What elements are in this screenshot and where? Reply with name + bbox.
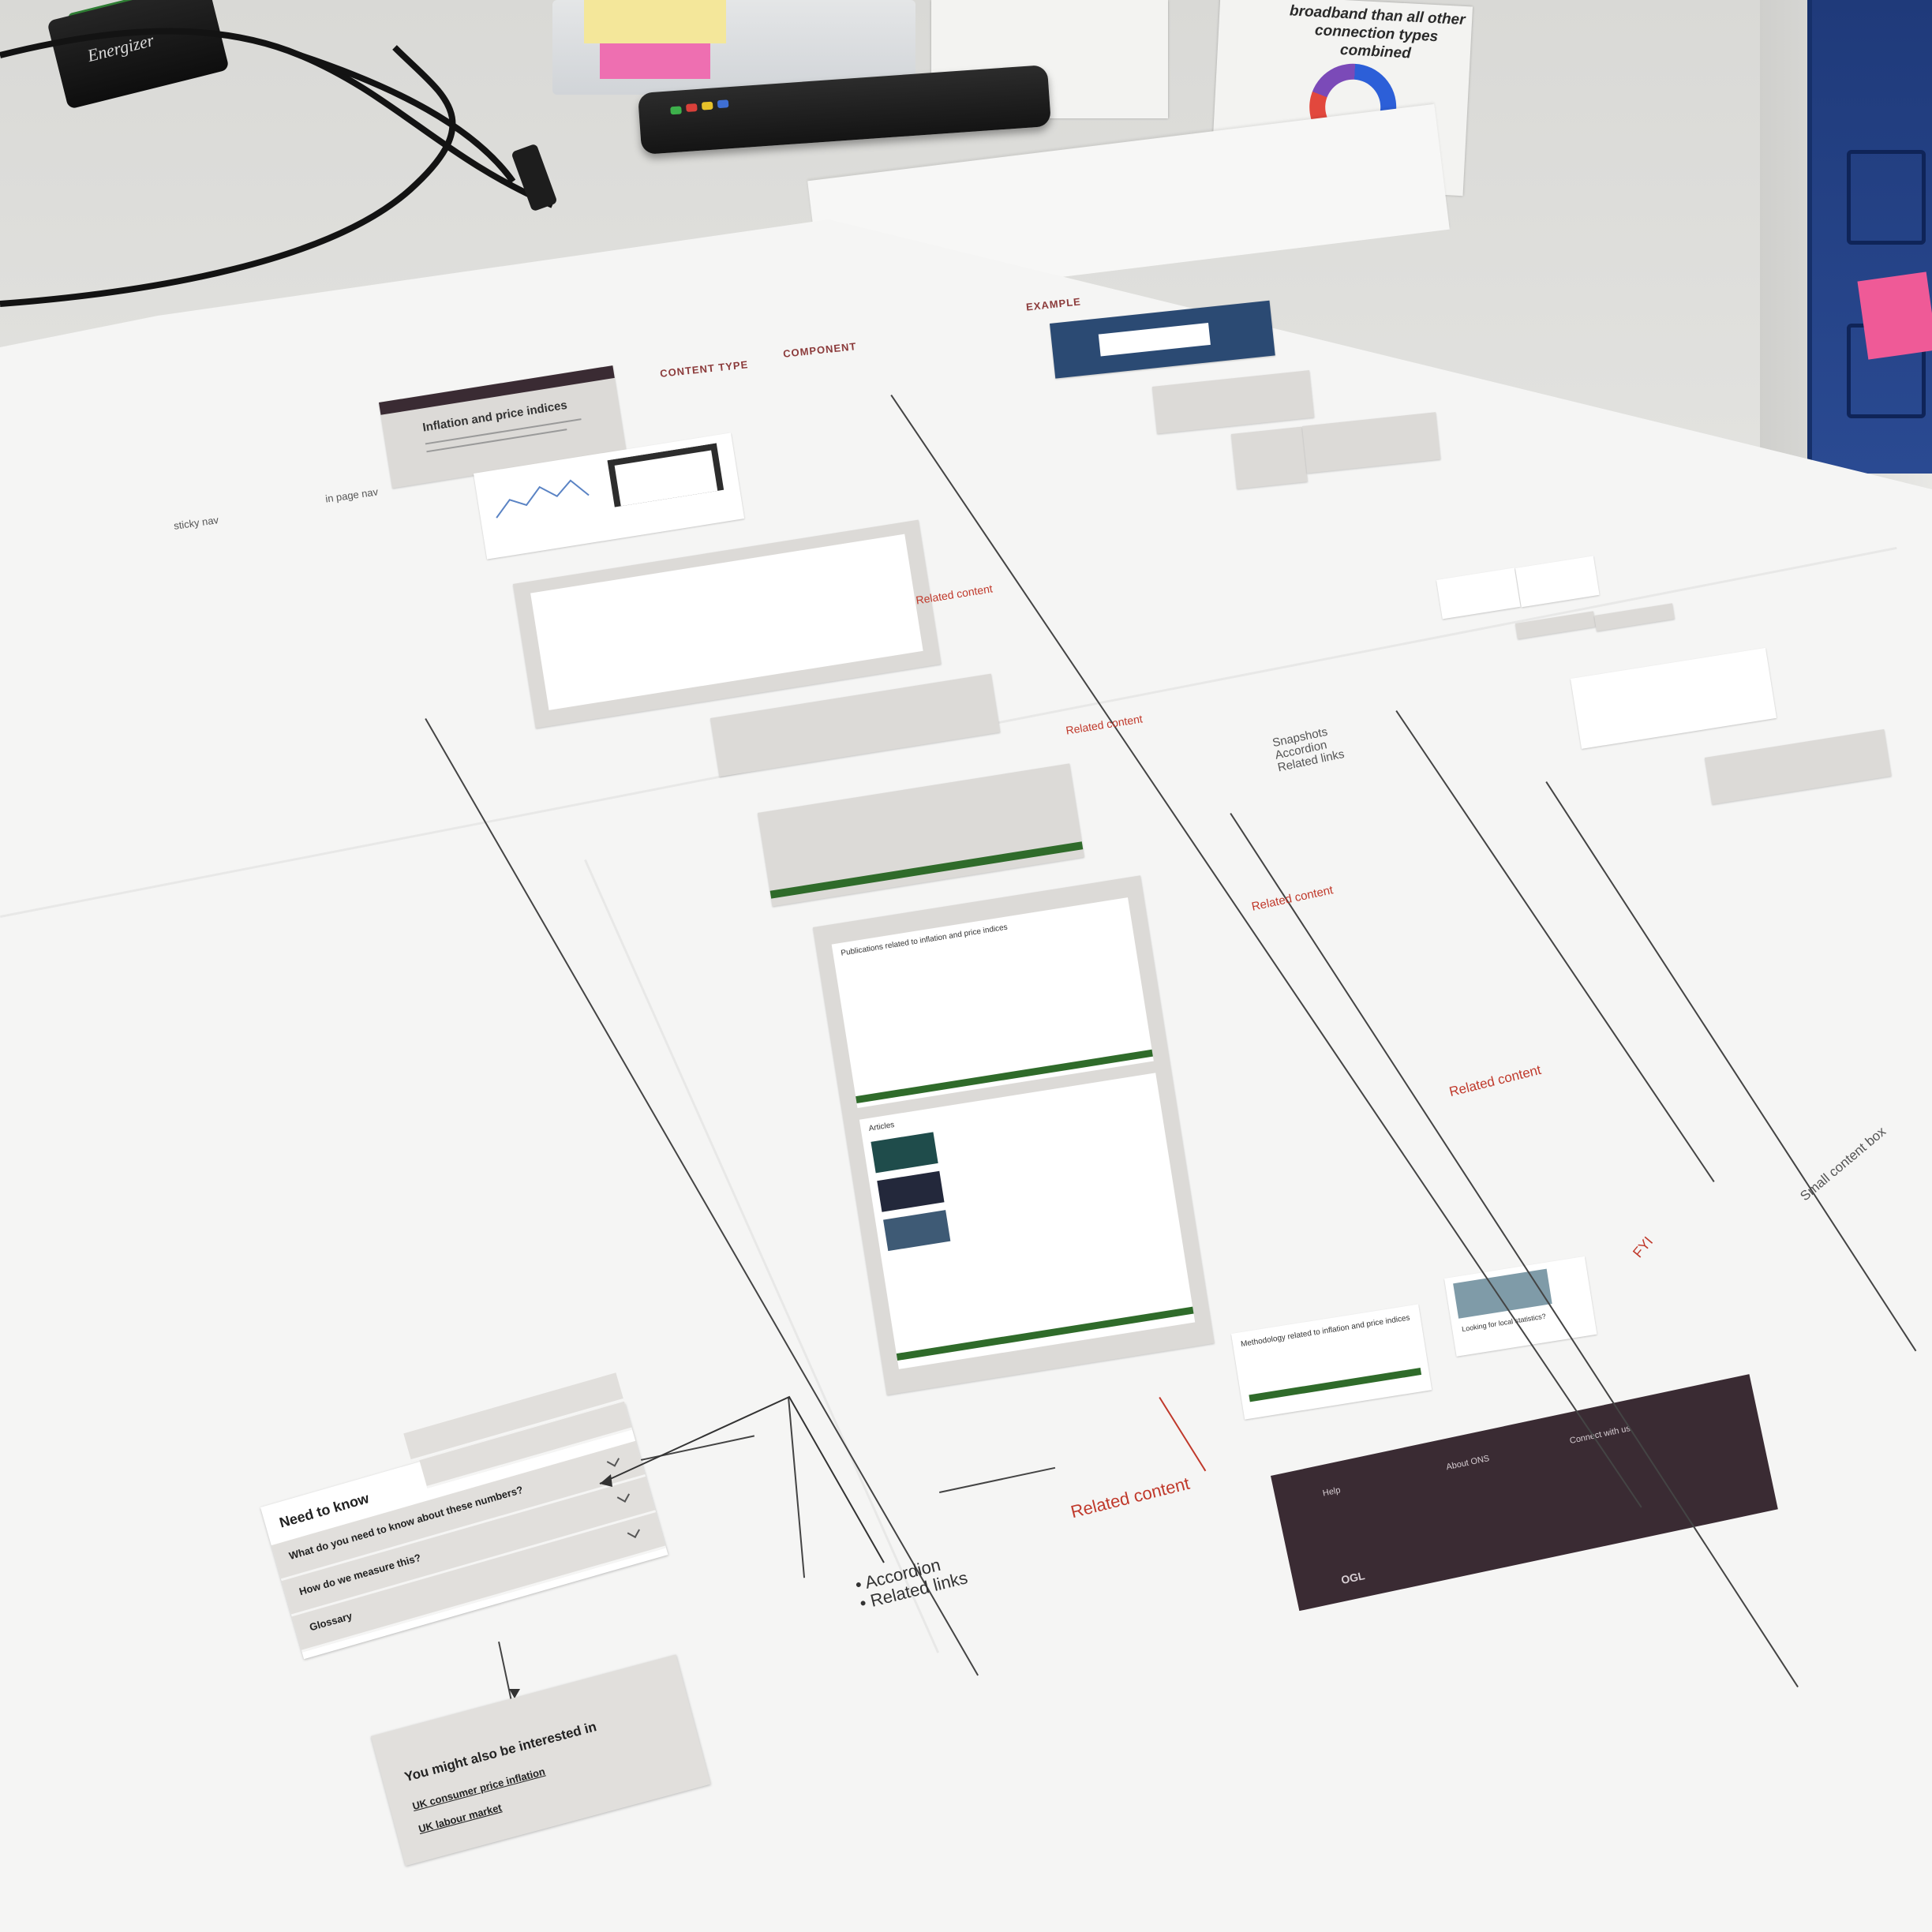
- sticky-note: [1857, 271, 1932, 360]
- accordion-label: Glossary: [308, 1609, 354, 1634]
- footer-connect: Connect with us: [1568, 1424, 1631, 1447]
- article-thumbnail: [871, 1132, 938, 1174]
- poster-heading: broadband than all other connection type…: [1289, 2, 1466, 62]
- articles-title: Articles: [867, 1121, 896, 1133]
- article-thumbnail: [883, 1210, 951, 1252]
- arrow-down-icon: [509, 1689, 520, 1698]
- filing-cabinet: [1807, 0, 1932, 474]
- footer-help: Help: [1321, 1485, 1342, 1499]
- example-tile-inner: [1098, 322, 1211, 357]
- related-links-title: You might also be interested in: [402, 1719, 598, 1785]
- publications-title: Publications related to inflation and pr…: [840, 923, 1009, 958]
- headline-figures-mock: [474, 432, 745, 560]
- sticky-notes-yellow: [584, 0, 726, 43]
- remote-button: [670, 106, 682, 115]
- map-thumbnail: [1453, 1268, 1552, 1319]
- remote-button: [717, 99, 729, 109]
- cable: [0, 28, 556, 307]
- cabinet-handle: [1847, 150, 1926, 245]
- connector-arrow: [599, 1395, 885, 1563]
- footer-logo: OGL: [1339, 1569, 1366, 1587]
- footer-about: About ONS: [1445, 1454, 1491, 1473]
- example-card: [1231, 426, 1308, 489]
- publications-panel: Publications related to inflation and pr…: [831, 897, 1154, 1108]
- mock-green-bar: [896, 1306, 1194, 1361]
- articles-panel: Articles: [859, 1073, 1196, 1369]
- remote-button: [686, 103, 698, 112]
- sticky-notes-pink: [600, 43, 710, 79]
- article-thumbnail: [877, 1170, 945, 1212]
- remote-button: [701, 101, 713, 110]
